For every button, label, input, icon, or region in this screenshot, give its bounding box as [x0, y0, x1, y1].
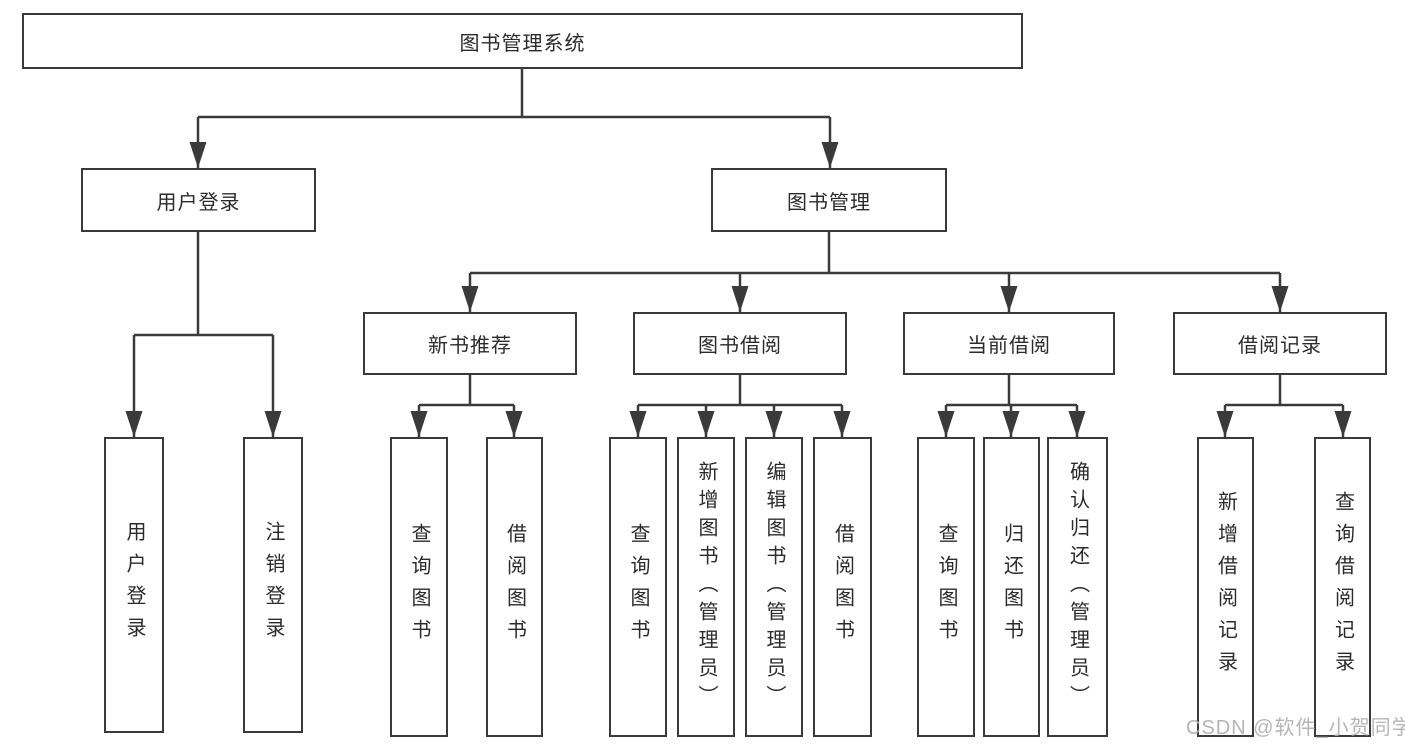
node-current-borrow: 当前借阅: [903, 312, 1115, 375]
leaf-edit-book-admin: 编辑图书（管理员）: [745, 437, 803, 737]
leaf-borrow-books-recommend: 借阅图书: [486, 437, 543, 737]
node-borrow-records: 借阅记录: [1173, 312, 1387, 375]
csdn-watermark: CSDN @软件_小贺同学: [1186, 717, 1405, 739]
node-user-login: 用户登录: [81, 168, 316, 232]
node-new-book-recommend: 新书推荐: [363, 312, 577, 375]
leaf-add-book-admin: 新增图书（管理员）: [677, 437, 735, 737]
leaf-query-books-borrow: 查询图书: [609, 437, 667, 737]
leaf-return-book: 归还图书: [983, 437, 1040, 737]
tree-lines: [132, 69, 1345, 437]
node-library-management-system: 图书管理系统: [22, 13, 1023, 69]
leaf-borrow-books: 借阅图书: [813, 437, 872, 737]
node-book-borrow: 图书借阅: [633, 312, 847, 375]
leaf-user-login: 用户登录: [104, 437, 164, 733]
leaf-query-books-current: 查询图书: [917, 437, 975, 737]
leaf-add-borrow-record: 新增借阅记录: [1197, 437, 1254, 737]
leaf-logout: 注销登录: [243, 437, 303, 733]
leaf-query-borrow-record: 查询借阅记录: [1314, 437, 1371, 737]
leaf-query-books-recommend: 查询图书: [390, 437, 448, 737]
node-book-management: 图书管理: [711, 168, 947, 232]
leaf-confirm-return-admin: 确认归还（管理员）: [1047, 437, 1108, 737]
